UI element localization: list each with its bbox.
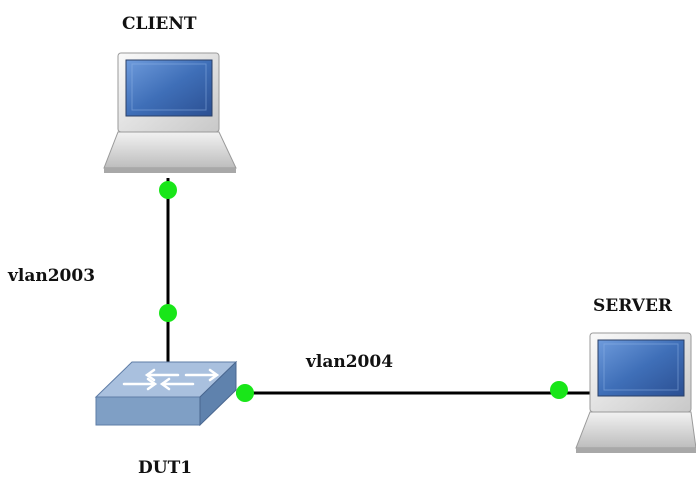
- client-label: CLIENT: [122, 14, 197, 34]
- dut1-label: DUT1: [138, 458, 193, 478]
- port-client: [159, 181, 177, 199]
- dut1-switch-icon[interactable]: [94, 360, 238, 427]
- server-laptop-icon[interactable]: [575, 332, 696, 453]
- port-dut1-north: [159, 304, 177, 322]
- vlan2003-link-label: vlan2003: [8, 266, 96, 286]
- server-label: SERVER: [593, 296, 673, 316]
- port-server: [550, 381, 568, 399]
- vlan2004-link-label: vlan2004: [306, 352, 394, 372]
- port-dut1-east: [236, 384, 254, 402]
- client-laptop-icon[interactable]: [103, 52, 237, 173]
